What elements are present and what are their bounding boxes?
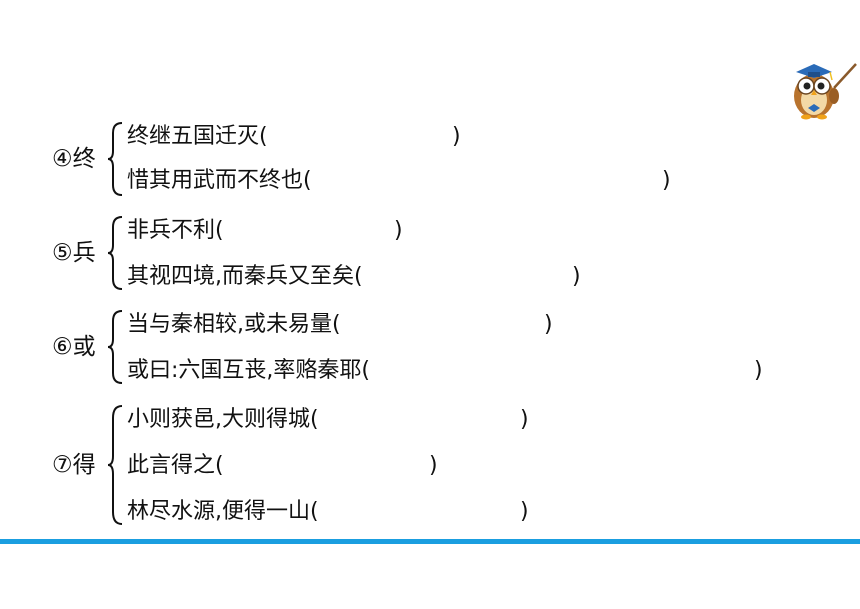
bottom-rule (0, 539, 860, 544)
list-item: 终继五国迁灭( (127, 124, 268, 149)
close-paren: ) (572, 264, 581, 289)
group-label: ④终 (52, 146, 96, 172)
list-item: 其视四境,而秦兵又至矣( (127, 264, 363, 289)
list-item: 林尽水源,便得一山( (127, 499, 319, 524)
close-paren: ) (520, 499, 529, 524)
group-label: ⑥或 (52, 334, 96, 360)
close-paren: ) (452, 124, 461, 149)
list-item: 非兵不利( (127, 218, 224, 243)
list-item: 或曰:六国互丧,率赂秦耶( (127, 358, 370, 383)
list-item: 小则获邑,大则得城( (127, 407, 319, 432)
left-brace-icon (107, 405, 123, 525)
left-brace-icon (107, 310, 123, 384)
list-item: 此言得之( (127, 453, 224, 478)
left-brace-icon (107, 122, 123, 196)
group-label: ⑤兵 (52, 240, 96, 266)
close-paren: ) (662, 168, 671, 193)
left-brace-icon (107, 216, 123, 290)
close-paren: ) (394, 218, 403, 243)
close-paren: ) (544, 312, 553, 337)
group-label: ⑦得 (52, 452, 96, 478)
list-item: 当与秦相较,或未易量( (127, 312, 341, 337)
close-paren: ) (520, 407, 529, 432)
close-paren: ) (754, 358, 763, 383)
close-paren: ) (429, 453, 438, 478)
list-item: 惜其用武而不终也( (127, 168, 312, 193)
owl-teacher-icon (794, 63, 857, 120)
